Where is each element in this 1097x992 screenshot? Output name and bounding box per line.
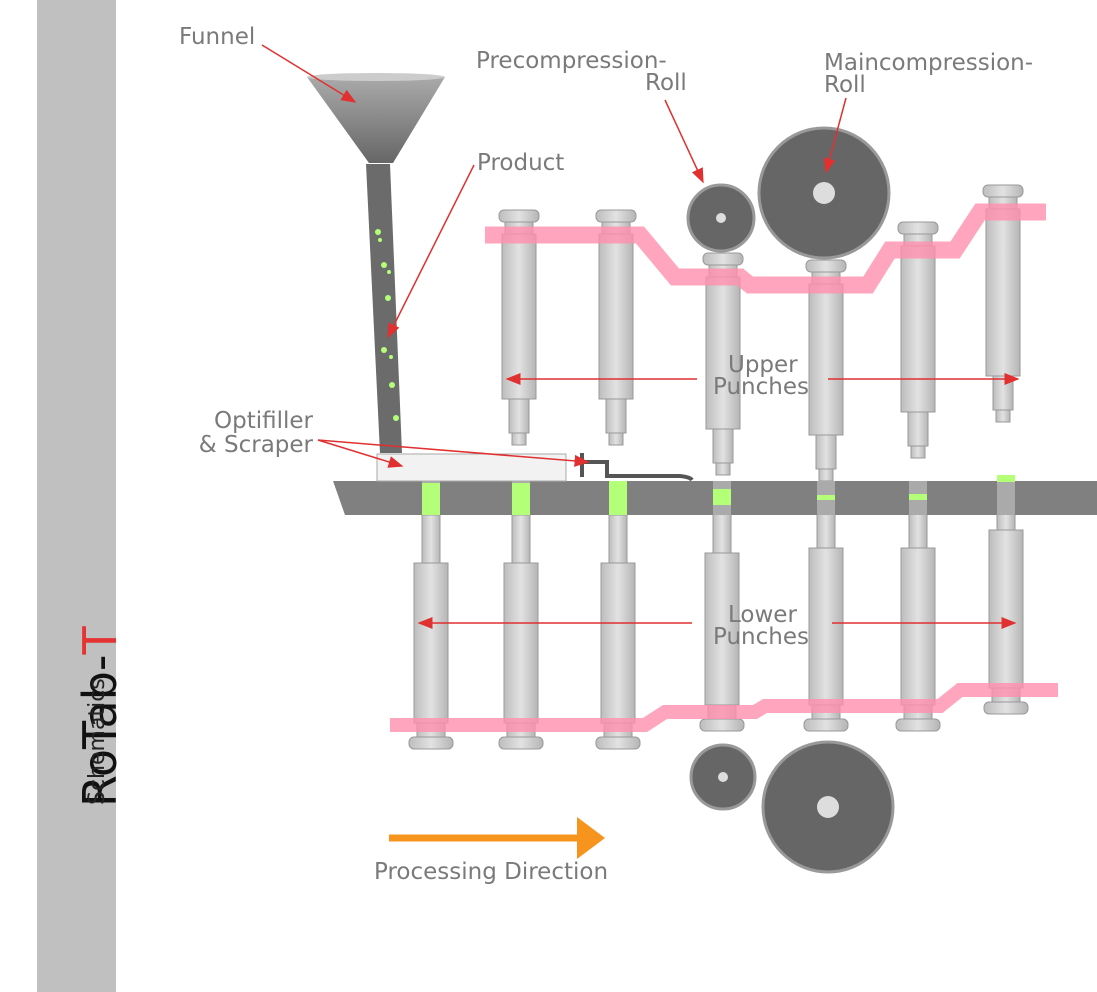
label-lower-punches: Punches xyxy=(713,624,809,650)
powder-fill xyxy=(609,481,627,515)
powder-fill xyxy=(422,483,440,515)
upper-punch-6 xyxy=(982,184,1024,423)
label-product: Product xyxy=(477,150,564,176)
lower-punch-3 xyxy=(595,514,641,750)
label-processing-direction: Processing Direction xyxy=(374,859,608,885)
upper-punch-4 xyxy=(805,259,847,482)
upper-punch-2 xyxy=(595,209,637,446)
lower-punch-2 xyxy=(498,514,544,750)
lower-punch-7 xyxy=(983,481,1029,715)
lower-cam-rail xyxy=(390,683,1058,732)
label-precompression: Precompression- xyxy=(476,48,667,74)
powder-fill xyxy=(817,495,835,500)
die-bore xyxy=(997,475,1015,515)
label-upper: Upper xyxy=(728,352,798,378)
label-maincompression: Maincompression- xyxy=(824,50,1033,76)
powder-fill xyxy=(997,475,1015,482)
precompression-roll-upper xyxy=(686,183,756,253)
maincompression-roll-lower xyxy=(761,740,895,874)
label-scraper: & Scraper xyxy=(199,432,314,458)
powder-fill xyxy=(713,489,731,505)
label-maincompression-roll: Roll xyxy=(824,72,866,98)
lower-punch-1 xyxy=(408,514,454,750)
label-optifiller: Optifiller xyxy=(214,408,314,434)
label-upper-punches: Punches xyxy=(713,374,809,400)
pointer-arrows xyxy=(261,44,1020,629)
maincompression-roll-upper xyxy=(757,126,891,260)
powder-fill xyxy=(512,483,530,515)
label-lower: Lower xyxy=(728,602,797,628)
lower-punch-4 xyxy=(699,504,745,732)
sidebar-band xyxy=(37,0,116,992)
upper-punch-1 xyxy=(498,209,540,446)
powder-fill xyxy=(909,494,927,500)
precompression-roll-lower xyxy=(689,743,757,811)
optifiller xyxy=(376,453,567,482)
label-precompression-roll: Roll xyxy=(645,70,687,96)
upper-cam-rail xyxy=(485,203,1046,294)
lower-punch-5 xyxy=(803,499,849,732)
upper-punch-5 xyxy=(897,221,939,459)
scraper xyxy=(580,453,694,482)
lower-punch-6 xyxy=(895,499,941,732)
label-funnel: Funnel xyxy=(179,24,255,50)
